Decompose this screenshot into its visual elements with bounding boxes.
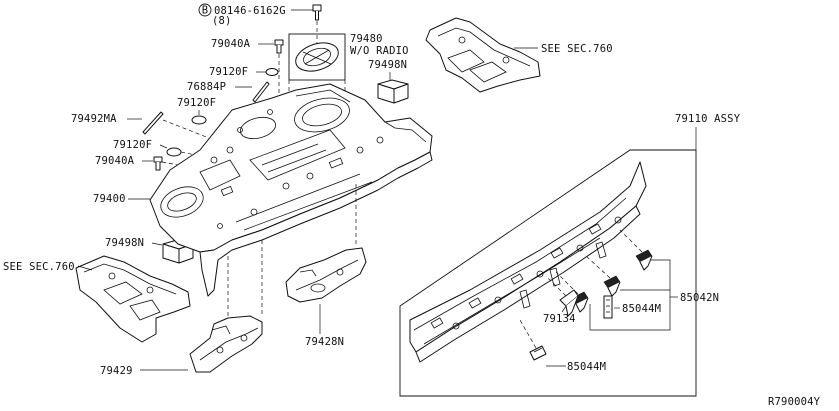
label-79040a-low: 79040A xyxy=(95,155,135,167)
label-79429: 79429 xyxy=(100,365,133,377)
label-79120f-low: 79120F xyxy=(113,139,152,151)
label-79428n: 79428N xyxy=(305,336,344,348)
bolt-prefix-label: B xyxy=(202,5,209,17)
label-w-o-radio: W/O RADIO xyxy=(350,45,409,57)
assembly-79110: 79110 ASSY 8 xyxy=(399,113,741,397)
diagram-id: R790004Y xyxy=(768,396,821,408)
label-76884p: 76884P xyxy=(187,81,226,93)
speaker-bracket-79480: 79480 W/O RADIO xyxy=(288,33,409,106)
label-08146-6162g: 08146-6162G xyxy=(214,5,286,17)
label-79134: 79134 xyxy=(543,313,576,325)
label-see-sec-760-right: SEE SEC.760 xyxy=(541,43,613,55)
label-85044m-bottom: 85044M xyxy=(567,361,606,373)
bracket-79429: 79429 xyxy=(100,315,263,377)
label-79492ma: 79492MA xyxy=(71,113,117,125)
plug-79120f-low: 79120F xyxy=(113,139,221,161)
rear-parcel-shelf-79400 xyxy=(149,83,433,316)
plug-79120f-top: 79120F xyxy=(209,66,279,78)
label-79120f-top: 79120F xyxy=(209,66,248,78)
panel-see-sec-760-right: SEE SEC.760 xyxy=(425,17,613,93)
clip-79040a-low: 79040A xyxy=(95,155,206,171)
bracket-79134 xyxy=(559,289,579,317)
clip-85042n-b xyxy=(603,275,621,297)
label-bolt-qty: (8) xyxy=(212,15,232,27)
bracket-79428n: 79428N xyxy=(285,247,367,348)
label-85042n: 85042N xyxy=(680,292,719,304)
tape-76884p: 76884P xyxy=(187,81,270,103)
bolt-08146: B 08146-6162G (8) xyxy=(198,3,322,48)
label-79110-assy: 79110 ASSY xyxy=(675,113,741,125)
label-79480: 79480 xyxy=(350,33,383,45)
label-79498n-low: 79498N xyxy=(105,237,144,249)
clip-85042n-a xyxy=(635,249,653,271)
label-79120f-mid: 79120F xyxy=(177,97,216,109)
label-79498n-top: 79498N xyxy=(368,59,407,71)
label-see-sec-760-left: SEE SEC.760 xyxy=(3,261,75,273)
label-79400: 79400 xyxy=(93,193,126,205)
label-group-79400: 79400 xyxy=(93,193,150,205)
clip-85044m-right xyxy=(603,295,613,319)
label-85044m-right: 85044M xyxy=(622,303,661,315)
pad-79498n-top: 79498N xyxy=(368,59,409,104)
tape-79492ma: 79492MA xyxy=(71,111,215,141)
clip-79040a-top: 79040A xyxy=(211,38,284,96)
panel-see-sec-760-left: SEE SEC.760 xyxy=(3,255,191,343)
clip-85044m-bottom xyxy=(529,345,547,361)
plug-79120f-mid: 79120F xyxy=(177,97,216,125)
label-79040a-top: 79040A xyxy=(211,38,251,50)
